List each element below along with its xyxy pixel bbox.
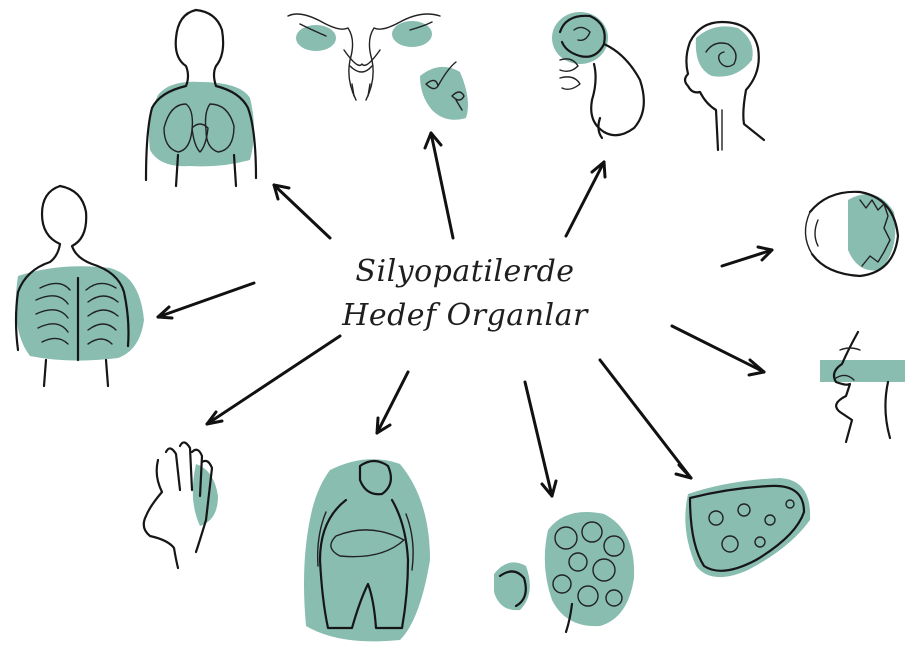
- brain-icon: [685, 22, 764, 150]
- hand-polydactyly-icon: [144, 442, 218, 568]
- eye-retina-icon: [805, 192, 898, 276]
- arrow-to-obesity: [377, 372, 408, 433]
- arrow-to-liver: [600, 360, 691, 478]
- arrow-to-nose: [672, 326, 764, 375]
- title-line-2: Hedef Organlar: [330, 294, 600, 338]
- diagram-title: Silyopatilerde Hedef Organlar: [330, 250, 600, 337]
- title-line-1: Silyopatilerde: [330, 250, 600, 294]
- arrow-to-eye: [722, 247, 772, 266]
- kidney-bladder-icon: [552, 12, 644, 138]
- polycystic-kidney-icon: [494, 512, 634, 632]
- arrow-to-ribcage: [158, 283, 254, 318]
- reproductive-system-icon: [288, 14, 468, 120]
- ribcage-skeleton-icon: [16, 186, 144, 386]
- nose-icon: [820, 332, 905, 442]
- arrow-to-hand: [207, 336, 340, 424]
- obesity-body-icon: [304, 459, 430, 641]
- arrow-to-polycystic-kidney: [525, 382, 556, 496]
- liver-icon: [685, 478, 810, 577]
- arrow-to-kidney-bladder: [566, 162, 605, 236]
- lungs-heart-icon: [146, 10, 256, 186]
- arrow-to-reproductive: [425, 133, 453, 238]
- arrow-to-lungs: [274, 185, 330, 238]
